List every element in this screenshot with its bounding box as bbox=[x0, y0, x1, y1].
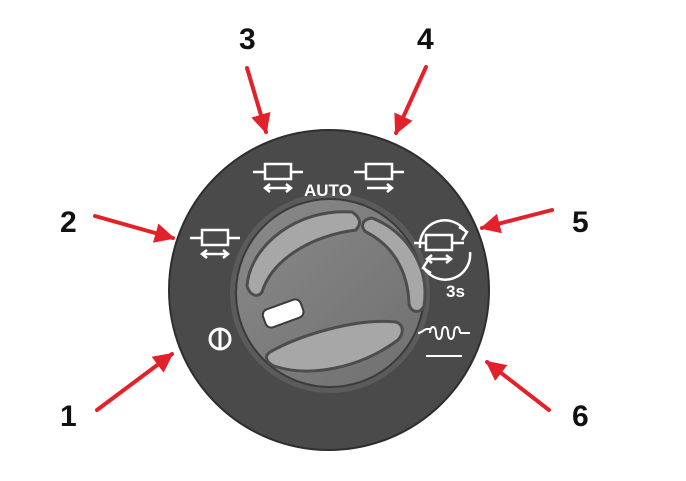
callout-arrow-6 bbox=[485, 360, 551, 412]
defrost-heater-icon bbox=[417, 326, 470, 357]
callout-arrow-1 bbox=[95, 352, 174, 412]
off-icon bbox=[208, 327, 232, 351]
timed-recirculation-icon bbox=[414, 219, 472, 281]
callout-arrow-2 bbox=[93, 214, 175, 243]
fresh-air-mode-icon bbox=[354, 162, 404, 193]
callout-number-2: 2 bbox=[60, 206, 77, 239]
knob-right-segment bbox=[361, 216, 427, 313]
knob-upper-segment bbox=[245, 210, 361, 297]
callout-number-4: 4 bbox=[417, 23, 434, 56]
callout-arrow-3 bbox=[245, 66, 271, 134]
callout-arrow-4 bbox=[394, 65, 428, 135]
knob-indicator bbox=[261, 298, 305, 329]
callout-arrows bbox=[93, 65, 554, 412]
recirculation-mode-icon bbox=[190, 228, 240, 259]
callout-number-1: 1 bbox=[60, 400, 77, 433]
callout-number-5: 5 bbox=[572, 206, 589, 239]
auto-fresh-mode-icon bbox=[253, 162, 303, 193]
dial-knob[interactable] bbox=[230, 193, 430, 393]
callout-arrow-5 bbox=[480, 208, 554, 234]
auto-label: AUTO bbox=[304, 181, 352, 200]
callout-number-6: 6 bbox=[572, 400, 589, 433]
knob-lower-segment bbox=[265, 319, 404, 373]
timer-label: 3s bbox=[446, 282, 465, 301]
callout-number-3: 3 bbox=[239, 23, 256, 56]
